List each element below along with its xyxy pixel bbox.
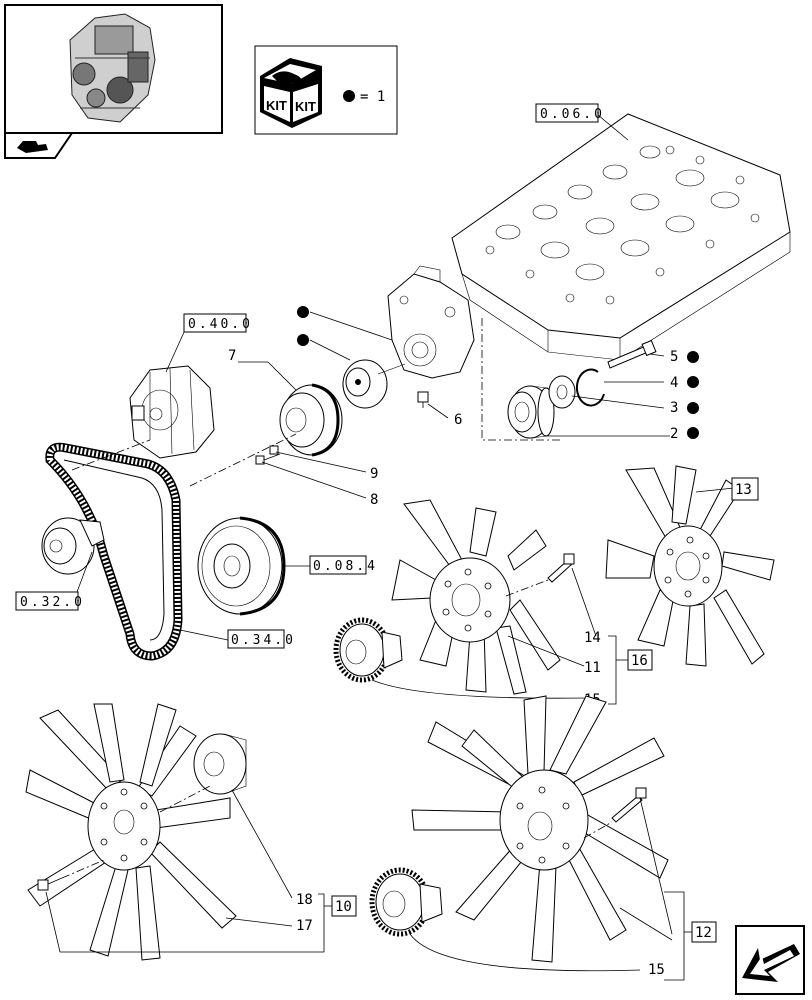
- bolt-6: [417, 391, 429, 408]
- callout-4: 4: [670, 375, 678, 391]
- callout-3: 3: [670, 400, 678, 416]
- kit-legend: KIT KIT = 1: [254, 45, 398, 135]
- callout-14: 14: [584, 630, 601, 646]
- kit-bullet-3: [687, 402, 699, 414]
- callout-10: 10: [335, 899, 352, 915]
- ref-label-0-08-4: 0.08.4: [313, 559, 378, 574]
- water-pump-housing: [387, 265, 475, 379]
- spacer-18: [193, 733, 247, 795]
- kit-bullet-pump: [297, 306, 309, 318]
- ref-label-0-34-0: 0.34.0: [231, 633, 296, 648]
- kit-bullet-4: [687, 376, 699, 388]
- kit-bullet-icon: [343, 90, 355, 102]
- fan-11: [391, 499, 561, 695]
- crankshaft-damper: [197, 516, 286, 616]
- washer-3: [548, 375, 576, 409]
- snap-ring-4: [575, 368, 605, 407]
- ref-label-0-40-0: 0.40.0: [188, 317, 253, 332]
- engine-thumbnail[interactable]: [4, 4, 223, 134]
- cylinder-head: [451, 113, 791, 361]
- ref-label-0-06-0: 0.06.0: [540, 107, 605, 122]
- next-page-arrow-icon: [742, 944, 800, 982]
- fan-drive-gear-top: [333, 617, 403, 683]
- callout-box-16[interactable]: 16: [627, 649, 653, 671]
- kit-label-left: KIT: [266, 98, 287, 113]
- callout-9: 9: [370, 466, 378, 482]
- fan-bolt-14: [547, 553, 575, 583]
- bearing-2: [507, 385, 555, 439]
- pump-pulley: [279, 383, 343, 457]
- callout-11: 11: [584, 660, 601, 676]
- fan-13: [605, 465, 775, 667]
- fan-bolt-17: [37, 877, 63, 891]
- ref-box-0-34-0[interactable]: 0.34.0: [227, 629, 296, 649]
- kit-bullet-2: [687, 427, 699, 439]
- kit-box-icon: [260, 58, 322, 128]
- callout-2: 2: [670, 426, 678, 442]
- kit-label-right: KIT: [295, 99, 316, 114]
- next-page-button[interactable]: [735, 925, 805, 995]
- engine-thumbnail-image: [69, 13, 156, 123]
- callout-16: 16: [631, 653, 648, 669]
- fan-17: [25, 703, 237, 961]
- fan-12: [411, 695, 669, 963]
- ref-box-0-40-0[interactable]: 0.40.0: [183, 313, 253, 333]
- callout-8: 8: [370, 492, 378, 508]
- pump-hub: [342, 359, 406, 409]
- callout-7: 7: [228, 348, 236, 364]
- ref-label-0-32-0: 0.32.0: [20, 595, 85, 610]
- ref-box-0-32-0[interactable]: 0.32.0: [15, 591, 85, 611]
- alternator: [129, 365, 215, 459]
- callout-box-13[interactable]: 13: [731, 477, 759, 501]
- fan-drive-gear-bottom: [369, 867, 443, 937]
- section-tab[interactable]: [4, 132, 74, 159]
- callout-18: 18: [296, 892, 313, 908]
- belt-tensioner: [41, 517, 105, 575]
- ref-box-0-08-4[interactable]: 0.08.4: [309, 555, 378, 575]
- callout-6: 6: [454, 412, 462, 428]
- fan-bolt-12: [611, 787, 647, 823]
- callout-13: 13: [735, 482, 752, 498]
- section-tab-icon: [17, 141, 48, 153]
- kit-legend-text: = 1: [360, 89, 385, 105]
- callout-5: 5: [670, 349, 678, 365]
- kit-bullet-5: [687, 351, 699, 363]
- callout-15b: 15: [648, 962, 665, 978]
- callout-12: 12: [695, 925, 712, 941]
- callout-17: 17: [296, 918, 313, 934]
- kit-bullet-hub: [297, 334, 309, 346]
- shaft-bolt-5: [607, 339, 657, 369]
- ref-box-0-06-0[interactable]: 0.06.0: [535, 103, 605, 123]
- bolts-8-9: [255, 445, 281, 465]
- callout-box-10[interactable]: 10: [331, 895, 357, 917]
- callout-box-12[interactable]: 12: [691, 921, 717, 943]
